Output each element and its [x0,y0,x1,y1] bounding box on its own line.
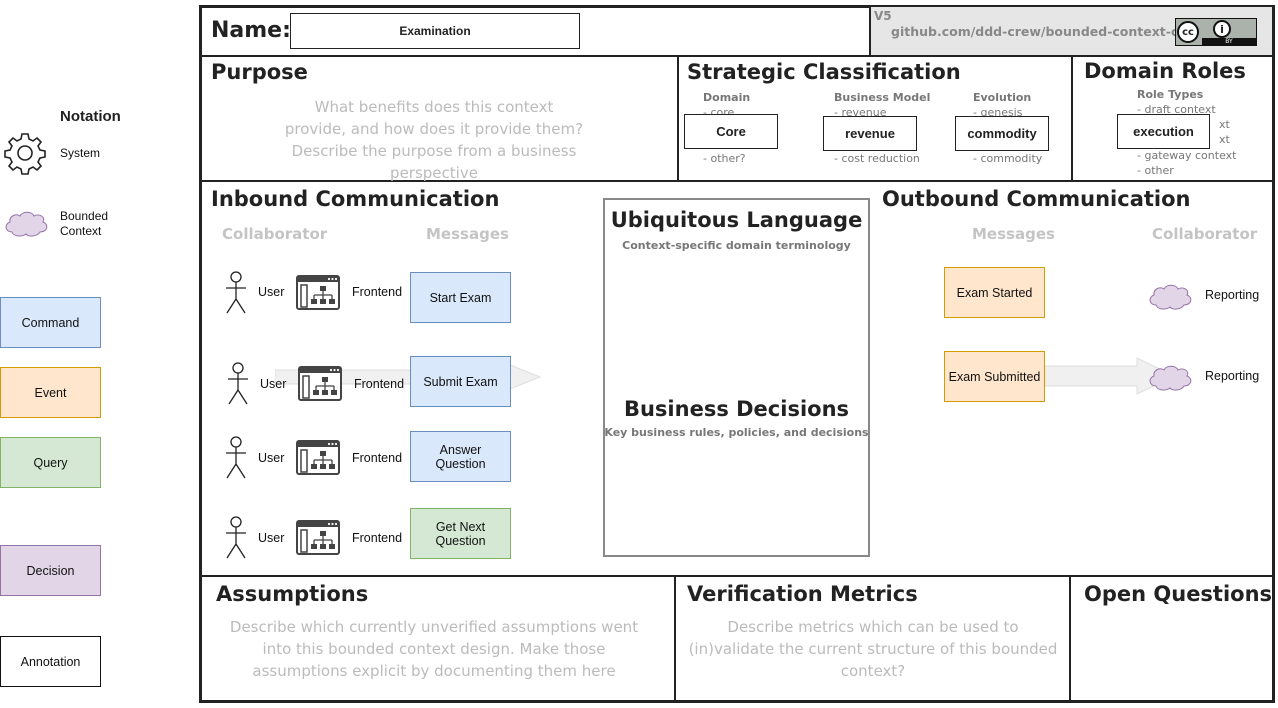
evolution-value[interactable]: commodity [955,116,1049,151]
outbound-message-event[interactable]: Exam Started [944,267,1045,318]
bounded-context-cloud-icon [5,211,48,237]
outbound-collaborator-label: Reporting [1205,288,1260,302]
inbound-user-label: User [258,531,285,545]
attribution-icon: i [1213,20,1231,38]
role-type-item: - other [1137,164,1174,177]
legend-query: Query [0,437,101,488]
outbound-collaborator-head: Collaborator [1152,225,1258,243]
inbound-user-label: User [258,285,285,299]
inbound-system-label: Frontend [352,285,403,299]
inbound-user-label: User [258,451,285,465]
outbound-messages-head: Messages [972,225,1055,243]
inbound-title: Inbound Communication [211,187,500,211]
inbound-system-label: Frontend [352,451,403,465]
inbound-system-label: Frontend [354,377,405,391]
inbound-message-command[interactable]: Submit Exam [410,356,511,407]
role-type-item: - draft context [1137,103,1216,116]
business-model-value[interactable]: revenue [823,116,917,151]
context-name-field[interactable]: Examination [290,13,580,49]
user-actor-icon [228,362,248,405]
legend-annotation: Annotation [0,636,101,687]
bounded-context-label: Bounded Context [60,209,109,238]
domain-role-value[interactable]: execution [1117,114,1210,149]
repo-link[interactable]: github.com/ddd-crew/bounded-context-canv… [891,24,1220,39]
purpose-hint: What benefits does this context provide,… [284,98,584,182]
inbound-system-label: Frontend [352,531,403,545]
gear-icon [4,133,46,175]
business-model-top: - revenue [834,106,887,119]
system-window-icon [296,440,340,475]
business-model-head: Business Model [834,91,931,104]
outbound-title: Outbound Communication [882,187,1191,211]
inbound-message-command[interactable]: Start Exam [410,272,511,323]
legend-event: Event [0,367,101,418]
strategic-title: Strategic Classification [687,60,961,84]
license-by-label: BY [1202,38,1256,45]
inbound-user-label: User [260,377,287,391]
role-type-item: - gateway context [1137,149,1237,162]
evolution-head: Evolution [973,91,1032,104]
user-actor-icon [226,436,246,479]
system-window-icon [296,520,340,555]
system-label: System [60,146,101,160]
version-label: V5 [874,9,892,23]
user-actor-icon [226,271,246,314]
ubiquitous-subtitle: Context-specific domain terminology [622,239,851,252]
business-model-bottom: - cost reduction [834,152,920,165]
domain-value[interactable]: Core [684,114,778,149]
domain-roles-title: Domain Roles [1084,59,1246,83]
inbound-message-command[interactable]: Answer Question [410,431,511,482]
inbound-messages-head: Messages [426,225,509,243]
verification-title: Verification Metrics [687,582,918,606]
canvas-frame [199,5,1275,703]
cc-license-badge: cc i BY [1175,18,1257,46]
evolution-top: - genesis [973,106,1023,119]
verification-hint: Describe metrics which can be used to (i… [688,618,1058,680]
inbound-message-query[interactable]: Get Next Question [410,508,511,559]
system-window-icon [298,366,342,401]
purpose-title: Purpose [211,60,308,84]
ubiquitous-language-panel [603,198,870,557]
bounded-context-cloud-icon [1149,365,1192,391]
role-types-head: Role Types [1137,88,1204,101]
assumptions-title: Assumptions [216,582,369,606]
system-window-icon [296,275,340,310]
ubiquitous-title: Ubiquitous Language [610,208,863,232]
open-questions-title: Open Questions [1084,582,1273,606]
assumptions-hint: Describe which currently unverified assu… [229,618,639,680]
role-type-item: xt [1219,118,1230,131]
bounded-context-cloud-icon [1149,284,1192,310]
legend-decision: Decision [0,545,101,596]
outbound-message-event[interactable]: Exam Submitted [944,351,1045,402]
legend-command: Command [0,297,101,348]
domain-head: Domain [703,91,751,104]
domain-bottom: - other? [703,152,746,165]
business-decisions-subtitle: Key business rules, policies, and decisi… [604,426,869,439]
cc-icon: cc [1177,21,1199,43]
outbound-collaborator-label: Reporting [1205,369,1260,383]
evolution-bottom: - commodity [973,152,1043,165]
user-actor-icon [226,516,246,559]
name-label: Name: [211,18,291,43]
business-decisions-title: Business Decisions [623,397,850,421]
inbound-collaborator-head: Collaborator [222,225,328,243]
role-type-item: xt [1219,133,1230,146]
notation-title: Notation [60,108,121,125]
